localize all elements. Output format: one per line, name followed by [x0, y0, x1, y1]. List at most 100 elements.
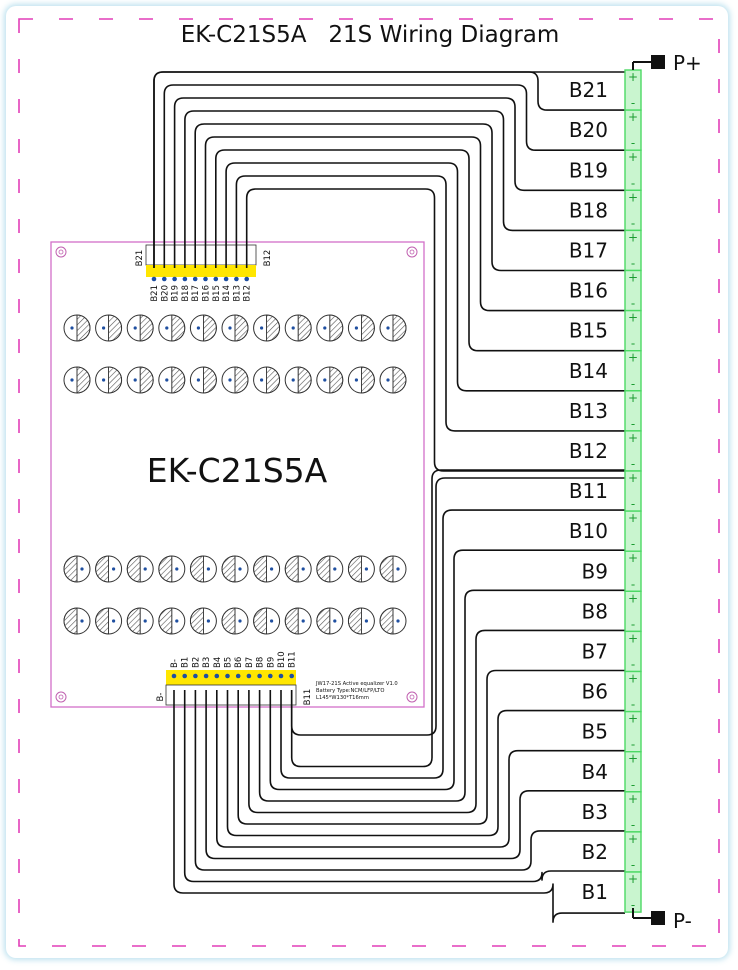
minus-sign: -	[631, 537, 635, 551]
capacitor	[316, 366, 344, 394]
top-connector-pin	[244, 276, 249, 282]
top-connector-pin	[223, 276, 229, 282]
plus-sign: +	[628, 832, 638, 846]
battery-label: B1	[582, 880, 608, 904]
bottom-pin-label: B2	[191, 657, 201, 668]
battery-cell: +-B9	[582, 550, 642, 593]
minus-sign: -	[631, 136, 635, 150]
mounting-holes	[55, 246, 418, 703]
battery-label: B20	[569, 118, 608, 142]
battery-cell: +-B11	[569, 470, 642, 512]
bottom-connector-pin	[193, 673, 198, 679]
top-pin-label: B14	[222, 285, 232, 302]
capacitor	[95, 555, 123, 583]
bottom-pin-label: B1	[181, 657, 191, 668]
battery-label: B16	[569, 279, 608, 303]
top-pin-label: B18	[181, 285, 191, 302]
bottom-connector-pin	[171, 673, 177, 679]
battery-cell: +-B2	[582, 831, 642, 873]
capacitor	[189, 555, 217, 583]
plus-sign: +	[628, 591, 638, 605]
plus-sign: +	[628, 872, 638, 886]
bottom-connector-pin	[214, 673, 220, 679]
capacitor	[221, 555, 249, 583]
battery-cell: +-B8	[582, 590, 642, 633]
top-connector-end-label: B12	[263, 250, 273, 267]
battery-cell: +-B15	[569, 309, 642, 352]
board-info-line-3: L145*W130*T16mm	[316, 695, 369, 701]
battery-label: B15	[569, 319, 608, 343]
capacitor	[63, 314, 91, 342]
wire	[153, 71, 625, 268]
battery-cell: +-B5	[582, 710, 642, 753]
capacitor	[95, 607, 123, 635]
plus-sign: +	[628, 230, 638, 244]
bottom-connector-pin	[289, 673, 295, 679]
capacitor	[189, 607, 217, 635]
bottom-pin-label: B11	[288, 651, 298, 668]
minus-sign: -	[631, 417, 635, 431]
plus-sign: +	[628, 150, 638, 164]
wire	[153, 71, 625, 268]
battery-label: B10	[569, 519, 608, 543]
plus-sign: +	[628, 431, 638, 445]
bottom-pin-label: B10	[277, 651, 287, 668]
battery-cell: +-B18	[569, 189, 642, 232]
capacitor	[221, 366, 249, 394]
wire	[163, 84, 625, 268]
capacitor	[253, 607, 281, 635]
negative-terminal: P-	[632, 908, 692, 933]
bottom-connector-pin	[182, 673, 187, 679]
top-pin-label: B13	[232, 285, 242, 302]
board-model-label: EK-C21S5A	[147, 451, 328, 490]
capacitor	[158, 607, 186, 635]
wire	[183, 690, 625, 883]
negative-terminal-block	[651, 911, 665, 925]
capacitor	[126, 555, 154, 583]
bottom-connector-pin	[225, 673, 230, 679]
mounting-hole	[406, 246, 418, 258]
bottom-pin-label: B9	[266, 657, 276, 668]
wire	[173, 97, 625, 268]
minus-sign: -	[631, 577, 635, 591]
plus-sign: +	[628, 190, 638, 204]
wire	[258, 589, 625, 802]
capacitor	[126, 607, 154, 635]
top-pin-label: B12	[243, 285, 253, 302]
bottom-connector-pin	[257, 673, 262, 679]
wire	[235, 175, 625, 432]
minus-sign: -	[631, 176, 635, 190]
capacitor	[379, 555, 407, 583]
capacitor	[284, 555, 312, 583]
bottom-connector-strip	[166, 670, 296, 685]
bottom-connector-pin	[278, 673, 284, 679]
minus-sign: -	[631, 377, 635, 391]
battery-stack: +-B21+-B20+-B19+-B18+-B17+-B16+-B15+-B14…	[569, 69, 642, 913]
plus-sign: +	[628, 712, 638, 726]
capacitor	[189, 314, 217, 342]
top-pin-label: B17	[191, 285, 201, 302]
minus-sign: -	[631, 738, 635, 752]
battery-label: B6	[582, 680, 608, 704]
minus-sign: -	[631, 818, 635, 832]
plus-sign: +	[628, 110, 638, 124]
minus-sign: -	[631, 96, 635, 110]
bottom-pin-label: B7	[245, 657, 255, 668]
top-pin-label: B20	[160, 285, 170, 302]
wire	[245, 188, 625, 472]
minus-sign: -	[631, 457, 635, 471]
top-connector-end-label: B21	[135, 250, 145, 267]
bottom-pin-label: B5	[224, 657, 234, 668]
capacitor	[95, 314, 123, 342]
top-connector-pin	[213, 276, 219, 282]
battery-cell: +-B1	[582, 871, 642, 913]
battery-label: B18	[569, 198, 608, 222]
mounting-hole	[406, 691, 418, 703]
battery-label: B8	[582, 599, 608, 623]
capacitor	[347, 314, 375, 342]
capacitor	[379, 314, 407, 342]
bottom-pin-label: B3	[202, 657, 212, 668]
capacitor	[379, 607, 407, 635]
wire	[269, 549, 625, 791]
minus-sign: -	[631, 257, 635, 271]
